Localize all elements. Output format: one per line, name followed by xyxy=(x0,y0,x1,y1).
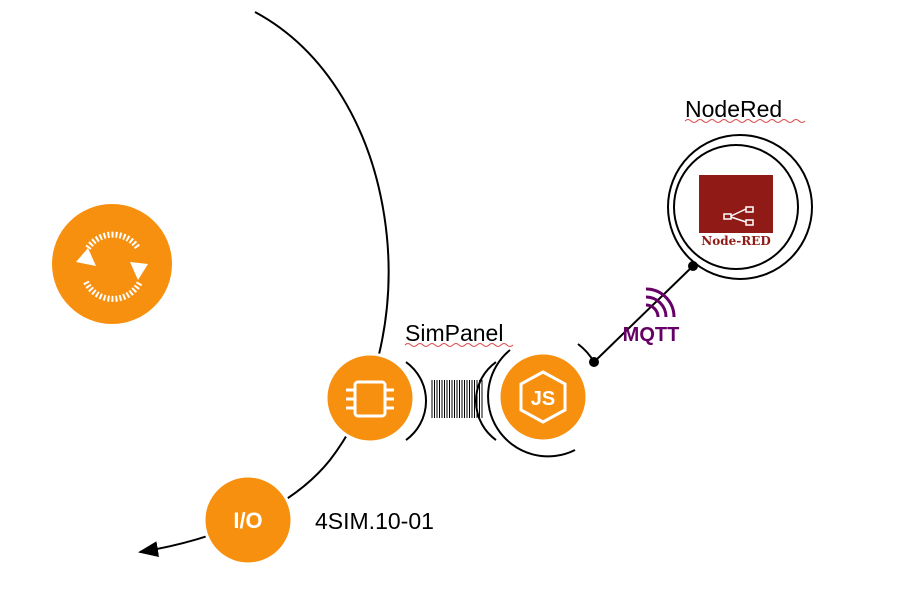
io-node: I/O xyxy=(202,474,294,566)
serial-link xyxy=(431,380,483,418)
simpanel-chip-node xyxy=(324,352,416,444)
mqtt-icon: MQTT xyxy=(623,287,680,346)
io-label: I/O xyxy=(233,508,262,533)
node-red-logo xyxy=(699,175,773,233)
spellcheck-underline xyxy=(684,119,806,123)
nodejs-icon: JS xyxy=(519,370,567,424)
node-red-logo-text: Node-RED xyxy=(701,234,771,248)
connector-dot-left xyxy=(589,357,599,367)
main-arc xyxy=(138,11,390,558)
nodered-node: Node-RED xyxy=(667,134,813,280)
left-bracket xyxy=(405,361,428,441)
simpanel-label: SimPanel xyxy=(405,320,503,346)
sync-icon xyxy=(76,231,148,302)
svg-text:JS: JS xyxy=(531,388,555,410)
device-label: 4SIM.10-01 xyxy=(315,508,434,534)
sync-node xyxy=(52,204,172,324)
mqtt-connector xyxy=(593,265,694,363)
spellcheck-underline xyxy=(404,343,514,347)
mqtt-label: MQTT xyxy=(623,324,680,346)
right-bracket xyxy=(474,361,497,441)
nodered-label: NodeRed xyxy=(685,96,782,122)
nodejs-node: JS xyxy=(487,343,595,458)
chip-icon xyxy=(346,380,394,418)
